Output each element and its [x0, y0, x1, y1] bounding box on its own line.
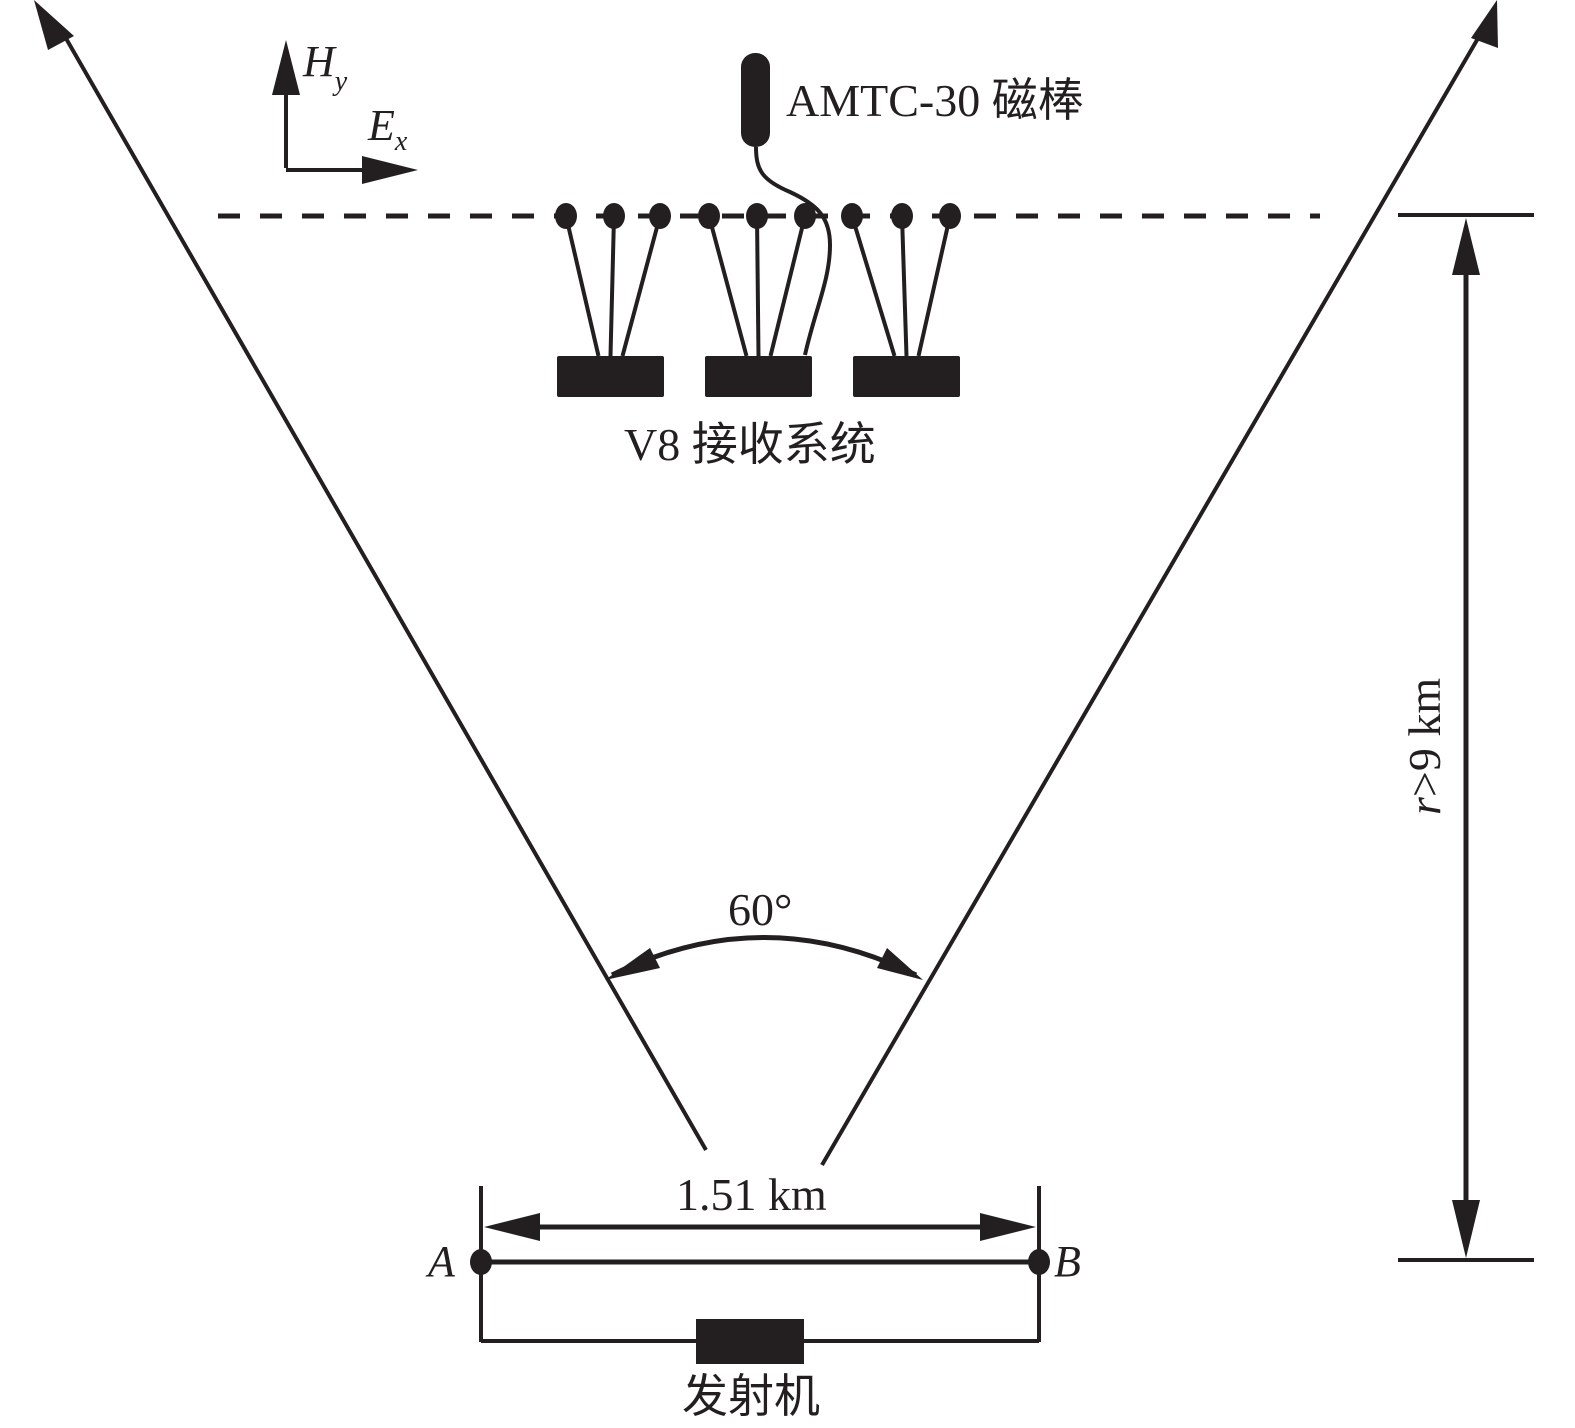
receiver-unit	[841, 203, 961, 397]
receiver-label: V8 接收系统	[624, 419, 876, 470]
receiver-unit	[555, 203, 671, 397]
angle-arc	[610, 935, 918, 978]
receiver-box	[557, 356, 664, 397]
electrode-wire	[768, 215, 807, 357]
receiver-electrode	[555, 203, 577, 229]
point-a-label: A	[425, 1237, 456, 1286]
receiver-electrode	[794, 203, 816, 229]
angle-arrowhead-left	[605, 948, 660, 980]
receiver-electrode	[891, 203, 913, 229]
electrode-wire	[900, 215, 909, 357]
ex-label: Ex	[367, 101, 408, 157]
receiver-box	[853, 356, 960, 397]
angle-arrowhead-right	[877, 948, 923, 980]
angle-label: 60°	[728, 884, 792, 935]
distance-arrowhead-top	[1452, 218, 1480, 275]
magnetometer: AMTC-30 磁棒	[741, 53, 1084, 356]
hy-arrowhead	[272, 40, 300, 95]
transmitter-label: 发射机	[682, 1371, 820, 1422]
right-boundary-ray	[820, 0, 1498, 1167]
distance-dimension: r>9 km	[1398, 213, 1534, 1262]
left-ray-arrowhead	[34, 0, 74, 50]
electrode-wire	[564, 215, 601, 357]
magnetometer-cable	[754, 146, 833, 356]
electrode-wire	[707, 215, 749, 357]
receiver-electrode	[939, 203, 961, 229]
magnetic-rod-icon	[741, 53, 770, 147]
receiver-electrode	[698, 203, 720, 229]
ab-length-label: 1.51 km	[676, 1169, 827, 1220]
transmitter-dipole: 1.51 km A B 发射机	[425, 1169, 1081, 1422]
distance-arrowhead-bottom	[1452, 1200, 1480, 1258]
receiver-electrode	[746, 203, 768, 229]
receiver-electrode	[649, 203, 671, 229]
ab-arrowhead-right	[980, 1213, 1036, 1241]
receiver-unit	[698, 203, 816, 397]
hy-label: Hy	[302, 37, 348, 97]
magnetometer-label: AMTC-30 磁棒	[786, 75, 1084, 126]
receiver-electrode	[841, 203, 863, 229]
electrode-wire	[850, 215, 897, 357]
electrode-wire	[755, 215, 761, 357]
ab-arrowhead-left	[484, 1213, 540, 1241]
axis-indicator: Hy Ex	[272, 37, 418, 184]
electrode-a	[470, 1249, 492, 1275]
ex-arrowhead	[362, 156, 418, 184]
transmitter-box	[696, 1319, 804, 1364]
point-b-label: B	[1054, 1237, 1081, 1286]
electrode-b	[1028, 1249, 1050, 1275]
receiver-system	[555, 203, 961, 397]
receiver-box	[705, 356, 812, 397]
electrode-wire	[916, 215, 952, 357]
electrode-wire	[620, 215, 662, 357]
angle-indicator: 60°	[605, 884, 923, 980]
right-ray-arrowhead	[1471, 0, 1498, 48]
left-boundary-ray	[34, 0, 708, 1151]
distance-label: r>9 km	[1399, 678, 1450, 815]
electrode-wire	[608, 215, 616, 357]
receiver-electrode	[603, 203, 625, 229]
